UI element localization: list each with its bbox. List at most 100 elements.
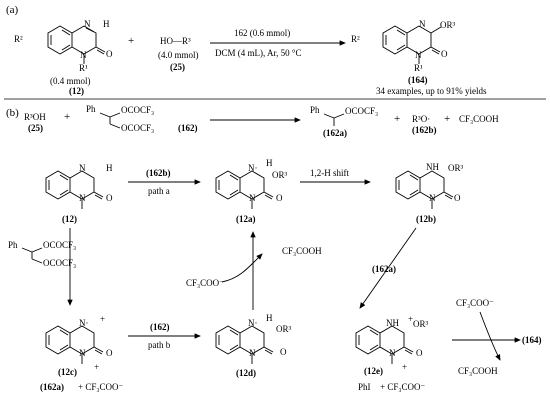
alcohol-25-amount: (4.0 mmol) [158,50,199,60]
h-12d: H [266,313,273,323]
r1-label: R¹ [79,63,88,73]
or3-12a: OR³ [272,170,288,180]
o-label-product: O [441,49,448,59]
ococf3-side-bottom: OCOCF₃ [43,258,76,268]
ococf3-162-top: OCOCF₃ [121,105,154,115]
plus-sign-b1: + [64,111,70,123]
plus-sign-a1: + [128,35,134,47]
compound-12d-structure [215,325,274,365]
o-12a: O [276,193,283,203]
path-a-label: path a [148,186,170,196]
o-12d: O [280,347,287,357]
byproduct-162a: (162a) [40,382,64,392]
cf3coo-minus-1: CF₃COO⁻ [186,278,224,288]
reagent-162-structure [99,112,121,129]
curved-arrow-deprotonation [221,253,263,283]
o-label: O [106,49,113,59]
ococf3-side-top: OCOCF₃ [43,240,76,250]
compound-12b-structure [395,170,454,210]
n-label-product-top: N [419,19,426,29]
reagent-162-id: (162) [178,123,198,133]
compound-12-id: (12) [62,214,77,224]
n-12a-top: N· [248,163,258,173]
n-12-bottom: N [79,193,86,203]
n-label-bottom: N [80,50,87,60]
product-164-id: (164) [408,75,428,85]
alcohol-25-formula: HO—R³ [160,36,191,46]
n-12d-top: N· [248,318,258,328]
h-12a: H [266,158,273,168]
h-shift-label: 1,2-H shift [310,168,349,178]
compound-12e-id: (12e) [364,366,383,376]
part-a-label: (a) [6,4,19,16]
byproduct-phi: PhI [358,382,371,392]
plus-sign-b2: + [394,113,400,125]
n-12b-bottom: N [429,193,436,203]
ph-162: Ph [86,104,96,114]
r2-label: R² [14,34,23,44]
reactant-12-structure [47,25,106,65]
n-12d-bottom: N [249,348,256,358]
reagent-162: 162 (0.6 mmol) [234,28,290,38]
reactant-12-amount: (0.4 mmol) [50,76,91,86]
n-12c-top: N· [79,318,89,328]
ococf3-162a: OCOCF₃ [345,106,378,116]
reagent-162-side-structure [21,247,43,264]
reactant-12-id: (12) [69,86,84,96]
compound-12a-id: (12a) [236,214,256,224]
final-product-164: (164) [522,335,542,345]
r3o-radical: R³O· [412,114,430,124]
plus-12e: + [408,314,413,324]
or3-12b: OR³ [448,163,464,173]
ph-162-side: Ph [8,240,18,250]
arrow-162a-reagent: (162a) [372,264,396,274]
nh-12b: NH [426,162,439,172]
n-label-product-bottom: N [415,50,422,60]
alcohol-25-id: (25) [170,62,185,72]
or3-12e: OR³ [413,319,429,329]
nh-12e: NH [386,318,399,328]
reaction-conditions: DCM (4 mL), Ar, 50 °C [215,48,302,58]
plus-12e-side: + [402,362,407,372]
n-label-top: N [84,19,91,29]
o-12e: O [416,348,423,358]
r3oh-25-id: (25) [28,123,43,133]
cf3cooh-byproduct-2: CF₃COOH [282,246,322,256]
byproduct-cf3coo-2: + CF₃COO⁻ [380,382,425,392]
path-b-reagent: (162) [150,322,170,332]
n-12-top: N [79,163,86,173]
r2-label-product: R² [351,34,360,44]
intermediate-162a-structure [323,113,345,126]
compound-12e-structure [355,325,414,365]
or3-label-product: OR³ [440,20,456,30]
product-164-structure [382,25,442,65]
plus-12c: + [100,314,105,324]
intermediate-162a-id: (162a) [323,128,347,138]
path-b-label: path b [148,340,171,350]
n-12e-bottom: N [389,348,396,358]
cf3cooh-byproduct-3: CF₃COOH [458,366,498,376]
cf3cooh-byproduct-1: CF₃COOH [459,114,499,124]
o-12c: O [106,348,113,358]
compound-12a-structure [215,170,274,210]
r3oh-25: R³OH [24,112,46,122]
radical-162b-id: (162b) [412,125,437,135]
plus-sign-b3: + [444,113,450,125]
or3-12d: OR³ [276,324,292,334]
o-12b: O [454,193,461,203]
ococf3-162-bottom: OCOCF₃ [121,123,154,133]
h-label: H [103,19,110,29]
compound-12b-id: (12b) [416,214,436,224]
part-b-label: (b) [6,107,19,119]
plus-12c-side: + [94,362,99,372]
path-a-reagent: (162b) [146,168,171,178]
compound-12-structure [45,170,104,210]
compound-12c-structure [45,325,104,365]
curved-arrow-final [479,311,501,361]
byproduct-cf3coo-1: + CF₃COO⁻ [78,382,123,392]
n-12c-bottom: N [79,348,86,358]
yield-summary: 34 examples, up to 91% yields [376,86,487,96]
cf3coo-minus-2: CF₃COO⁻ [456,298,494,308]
